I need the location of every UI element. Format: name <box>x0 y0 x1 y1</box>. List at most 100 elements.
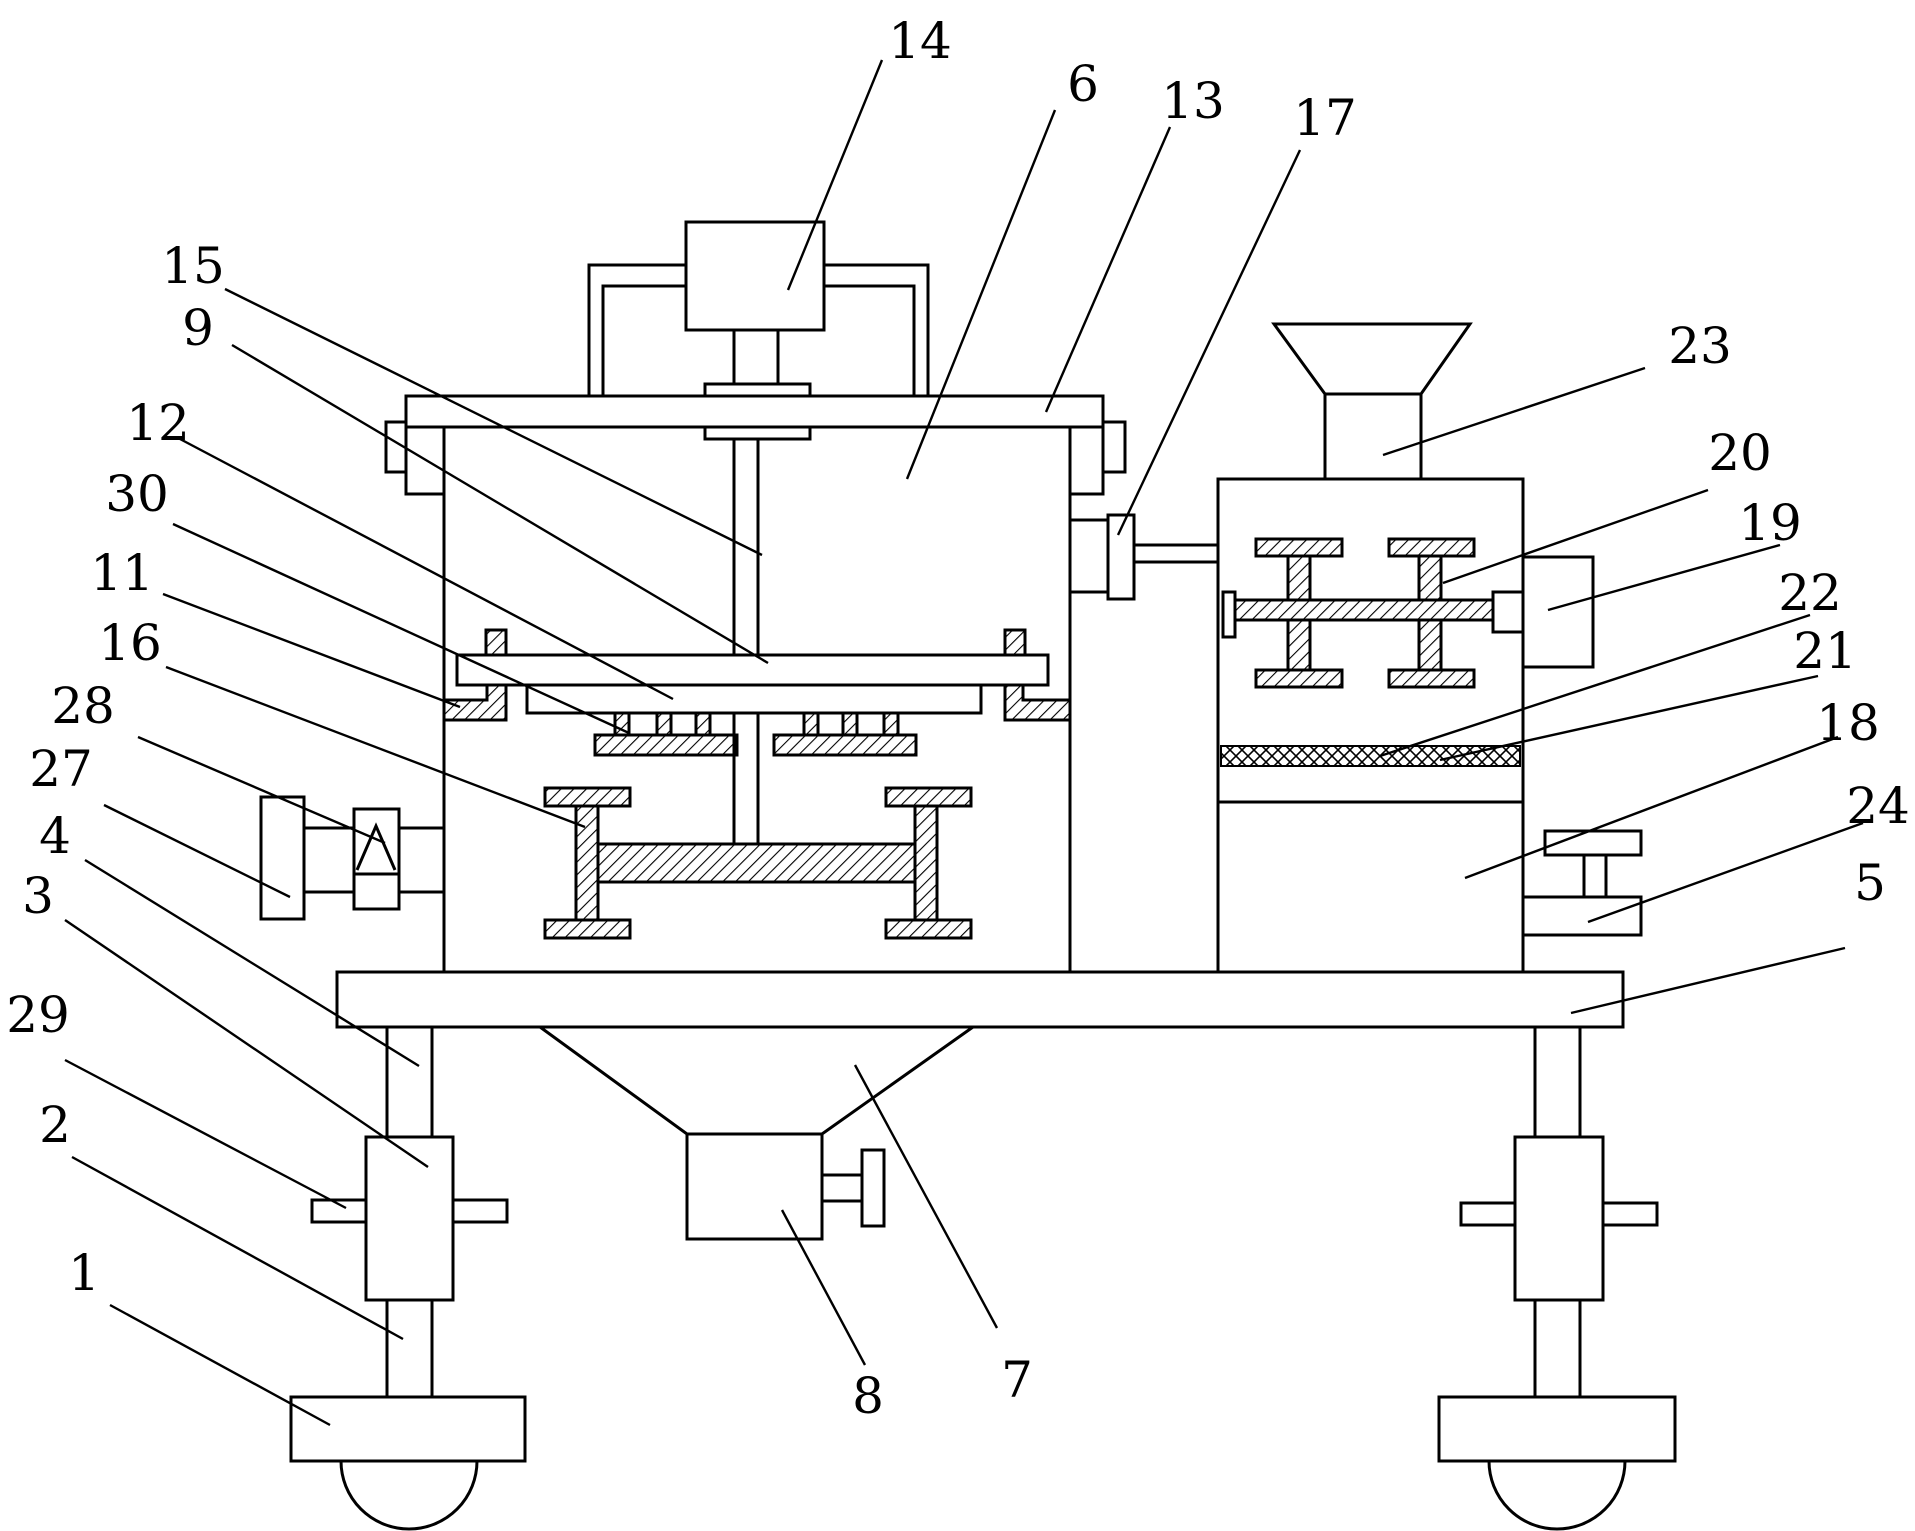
leader-line <box>179 437 674 701</box>
discharge-pipe <box>1521 895 1643 937</box>
brush-tooth <box>841 711 859 737</box>
label-6: 6 <box>1067 55 1099 113</box>
stirring-blade-right-top <box>884 786 973 808</box>
leg-upper-right <box>1533 1025 1582 1139</box>
height-adjuster-right <box>1513 1135 1605 1302</box>
crushing-shaft <box>1233 598 1495 622</box>
outlet-valve <box>685 1132 824 1241</box>
coupling-flange-bottom <box>703 425 812 441</box>
stirring-motor <box>684 220 826 332</box>
adjust-bolt-right <box>451 1198 509 1224</box>
label-14: 14 <box>888 12 952 70</box>
leader-line <box>1464 735 1839 880</box>
foot-plate-right <box>1437 1395 1677 1463</box>
feed-hopper <box>1271 322 1473 396</box>
label-16: 16 <box>98 614 162 672</box>
stirring-blade-left-bottom <box>543 918 632 940</box>
stirring-shaft <box>732 437 760 846</box>
stirring-blade-right-bottom <box>884 918 973 940</box>
label-3: 3 <box>22 867 54 925</box>
leader-line <box>71 1155 404 1341</box>
crusher-blade-left-upper-post <box>1286 554 1312 602</box>
sieve-clamp-left <box>484 628 508 657</box>
label-19: 19 <box>1738 494 1802 552</box>
leader-line <box>231 343 769 665</box>
wheel-left <box>339 1460 479 1531</box>
sieve-plate <box>455 653 1050 687</box>
label-18: 18 <box>1816 694 1880 752</box>
adjust-bolt-left <box>1459 1201 1517 1227</box>
label-8: 8 <box>852 1367 884 1425</box>
leg-lower-right <box>1533 1298 1582 1399</box>
label-2: 2 <box>39 1096 71 1154</box>
leader-line <box>103 803 291 899</box>
leader-line <box>224 287 763 557</box>
connector-housing <box>1068 518 1110 594</box>
crusher-blade-right-upper-post <box>1417 554 1443 602</box>
label-20: 20 <box>1708 424 1772 482</box>
crusher-blade-left-lower-post <box>1286 618 1312 672</box>
label-7: 7 <box>1001 1351 1033 1409</box>
brush-bar-left <box>593 733 739 757</box>
leader-line <box>1382 366 1646 457</box>
label-15: 15 <box>161 237 225 295</box>
leader-line <box>84 858 420 1068</box>
leader-line <box>1044 126 1172 413</box>
rotating-disc <box>525 683 983 715</box>
leader-line <box>1587 821 1864 924</box>
collection-hopper <box>539 1025 974 1136</box>
label-13: 13 <box>1161 72 1225 130</box>
label-4: 4 <box>39 807 71 865</box>
label-5: 5 <box>1854 854 1886 912</box>
stirring-blade-left-post <box>574 804 600 922</box>
crusher-blade-right-lower-post <box>1417 618 1443 672</box>
discharge-handwheel <box>1543 829 1643 857</box>
stirring-crossbar <box>596 842 917 884</box>
stirring-blade-right-post <box>913 804 939 922</box>
crusher-blade-right-bottom <box>1387 668 1476 689</box>
leader-line <box>1379 613 1811 758</box>
leader-line <box>137 735 386 845</box>
label-28: 28 <box>51 677 115 735</box>
leader-line <box>1116 149 1302 536</box>
coupling-flange-top <box>703 382 812 398</box>
foot-plate-left <box>289 1395 527 1463</box>
feed-pipe <box>1323 392 1423 481</box>
outlet-handwheel <box>860 1148 886 1228</box>
leader-line <box>1442 488 1709 585</box>
label-9: 9 <box>182 299 214 357</box>
brush-tooth <box>882 711 900 737</box>
leg-lower-left <box>385 1298 434 1399</box>
discharge-stem <box>1582 853 1608 899</box>
crusher-blade-left-bottom <box>1254 668 1344 689</box>
leg-upper-left <box>385 1025 434 1139</box>
leader-line <box>1439 674 1819 762</box>
label-17: 17 <box>1293 89 1357 147</box>
brush-tooth <box>655 711 673 737</box>
brush-tooth <box>694 711 712 737</box>
leader-line <box>172 522 630 735</box>
leader-line <box>905 109 1057 480</box>
leader-line <box>1570 946 1846 1015</box>
label-27: 27 <box>29 740 93 798</box>
lid-bolt-right <box>1101 420 1127 474</box>
label-30: 30 <box>105 465 169 523</box>
shaft-bearing-right <box>1491 590 1525 634</box>
tank-lid <box>404 394 1105 429</box>
adjust-bolt-right <box>1601 1201 1659 1227</box>
label-11: 11 <box>90 544 154 602</box>
leader-line <box>853 1064 999 1329</box>
support-bracket-right <box>1003 683 1072 722</box>
leader-line <box>165 665 586 829</box>
label-21: 21 <box>1793 622 1857 680</box>
adjust-bolt-left <box>310 1198 368 1224</box>
brush-bar-right <box>772 733 918 757</box>
crushing-motor <box>1521 555 1595 669</box>
leader-line <box>109 1303 331 1427</box>
stirring-blade-left-top <box>543 786 632 808</box>
motor-coupling <box>732 328 780 386</box>
label-29: 29 <box>6 986 70 1044</box>
sieve-clamp-right <box>1003 628 1027 657</box>
label-23: 23 <box>1668 317 1732 375</box>
